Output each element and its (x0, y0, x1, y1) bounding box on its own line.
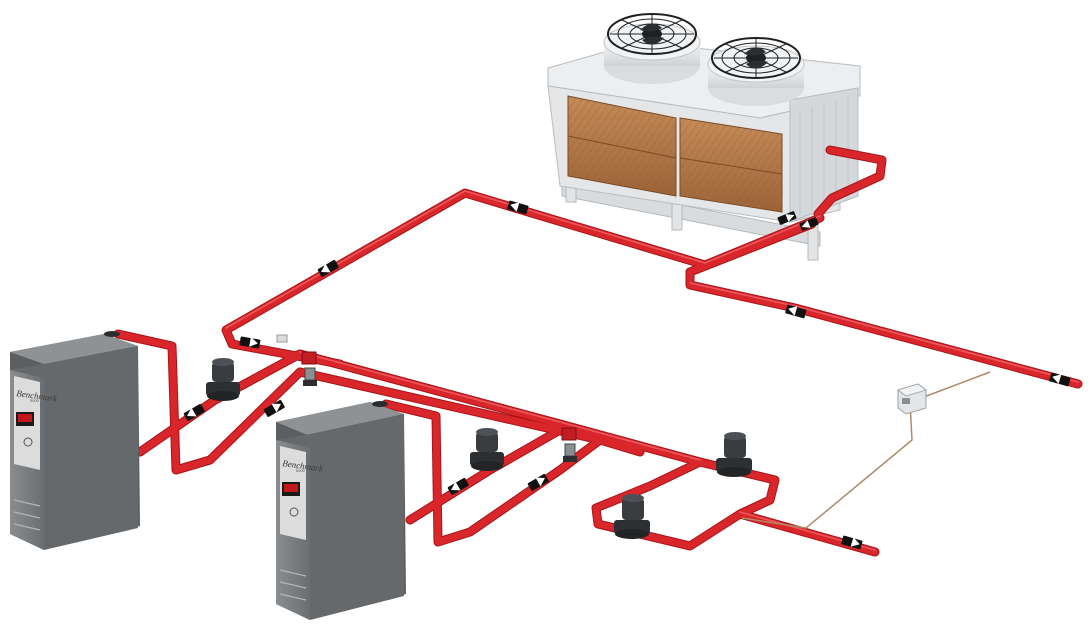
flow-arrow-icon (447, 477, 469, 495)
boiler-2-model: 5000 (296, 468, 306, 473)
valve-icon (301, 351, 317, 386)
boiler-1-top (10, 334, 138, 364)
pump-icon (614, 494, 650, 539)
flow-arrow-icon (317, 259, 339, 277)
pump-icon (470, 428, 504, 471)
sensor-wire (915, 371, 991, 401)
valve-icon (561, 427, 577, 462)
boiler-2: Benchmark 5000 (276, 401, 406, 620)
flow-arrow-icon (785, 304, 807, 319)
flow-arrow-icon (841, 535, 863, 550)
pump-icon (206, 358, 240, 401)
flow-arrow-icon (263, 399, 285, 417)
flow-arrow-icon (1049, 372, 1071, 387)
flow-arrow-icon (777, 211, 797, 225)
flow-arrow-icon (527, 473, 549, 491)
flow-arrows (183, 200, 1071, 550)
boiler-2-top (276, 402, 404, 436)
flow-arrow-icon (799, 217, 819, 231)
piping-network (113, 145, 1083, 557)
cooler-fan-2 (707, 37, 805, 106)
dry-cooler (547, 13, 861, 261)
boiler1-pump (206, 358, 240, 401)
fan-icon (711, 37, 801, 79)
flow-arrow-icon (183, 403, 205, 421)
flow-arrow-icon (507, 200, 529, 215)
controller-box-icon (897, 383, 927, 415)
flow-arrow-icon (239, 336, 261, 349)
boiler-1: Benchmark 5000 (10, 331, 140, 550)
cooler-base-rail (561, 181, 821, 247)
fan-icon (607, 13, 697, 55)
boiler-1-logo (23, 437, 33, 447)
system-pump-1 (716, 432, 752, 477)
system-pump-2 (614, 494, 650, 539)
temperature-sensor (276, 334, 288, 343)
boiler-1-model: 5000 (30, 398, 40, 403)
sensor-wire (741, 401, 913, 529)
boiler2-pump (470, 428, 504, 471)
mixing-valve-1 (301, 351, 317, 386)
boiler-2-logo (289, 507, 299, 517)
cooler-fan-1 (603, 13, 701, 84)
pump-icon (716, 432, 752, 477)
mixing-valve-2 (561, 427, 577, 462)
